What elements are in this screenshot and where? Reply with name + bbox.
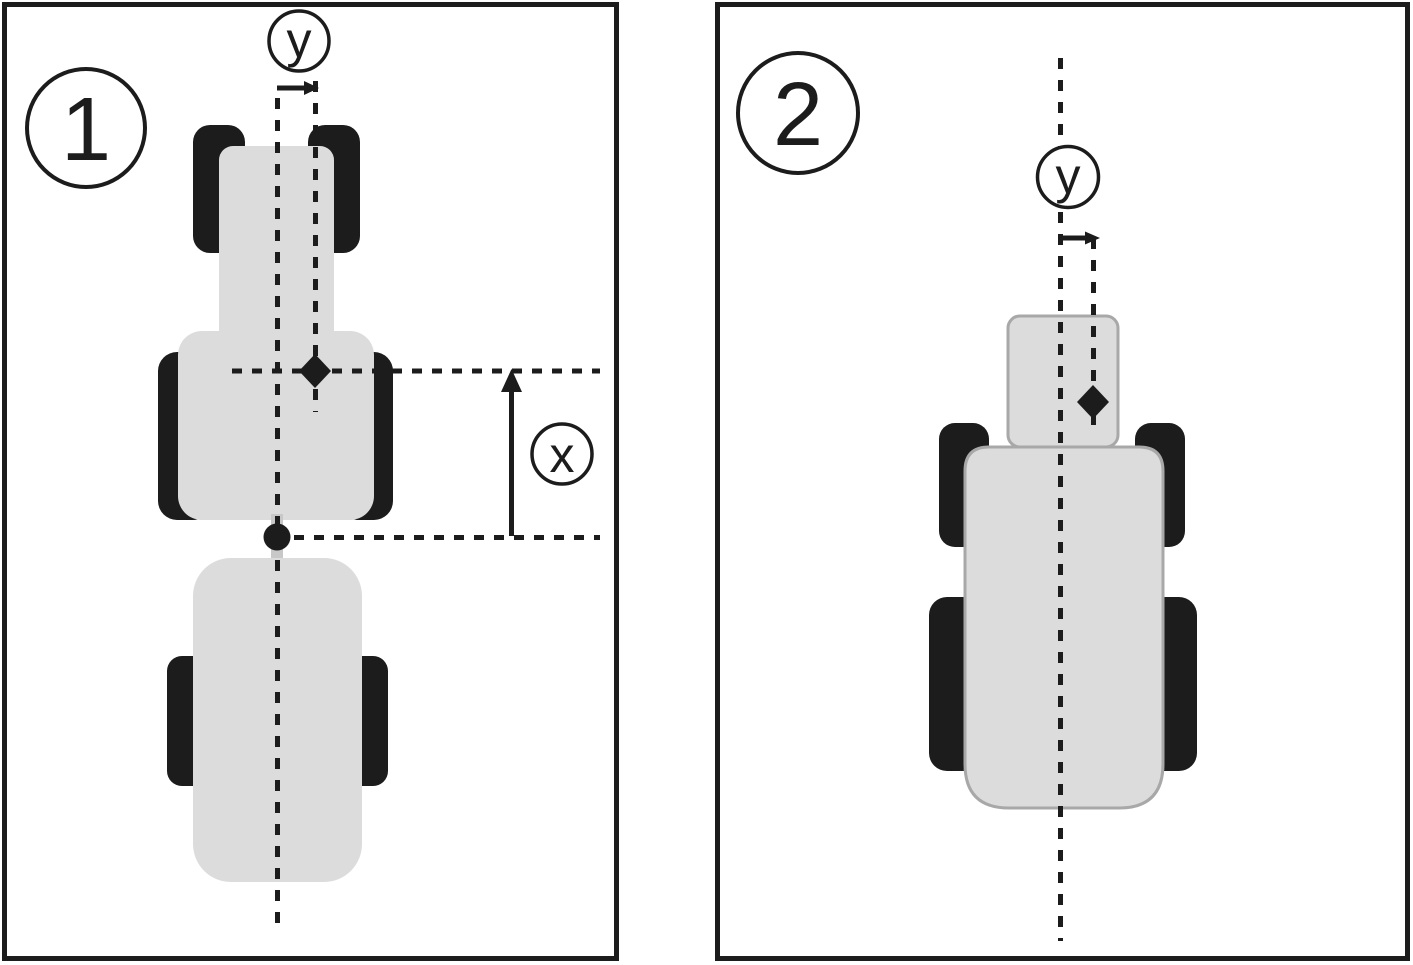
panel-1: 1 y x: [2, 2, 619, 961]
x-offset-arrow-head: [501, 369, 522, 392]
y-offset-arrow-head-panel2: [1085, 231, 1100, 245]
tractor2-cab: [1006, 314, 1120, 449]
receiver-diamond-marker-panel2: [1077, 385, 1109, 419]
tractor1-hood: [219, 146, 334, 346]
tractor1-rear-body: [178, 331, 374, 520]
tractor2-body: [963, 445, 1165, 810]
panel-1-badge-circle: [25, 67, 147, 189]
panel-2-badge-number: 2: [773, 65, 823, 165]
panel-1-badge-number: 1: [61, 80, 111, 180]
y-label-circle-panel1: [267, 9, 331, 73]
receiver-diamond-marker-panel1: [299, 354, 331, 388]
pivot-point-dot: [263, 523, 291, 551]
y-label-circle-panel2: [1035, 144, 1101, 210]
y-label-panel2: y: [1056, 148, 1081, 204]
y-label-panel1: y: [287, 12, 312, 68]
y-offset-arrow-head-panel1: [304, 81, 319, 95]
panel-2-badge-circle: [736, 51, 860, 175]
x-label: x: [550, 427, 575, 483]
x-label-circle: [530, 422, 594, 486]
panel-2: 2 y: [715, 2, 1410, 961]
